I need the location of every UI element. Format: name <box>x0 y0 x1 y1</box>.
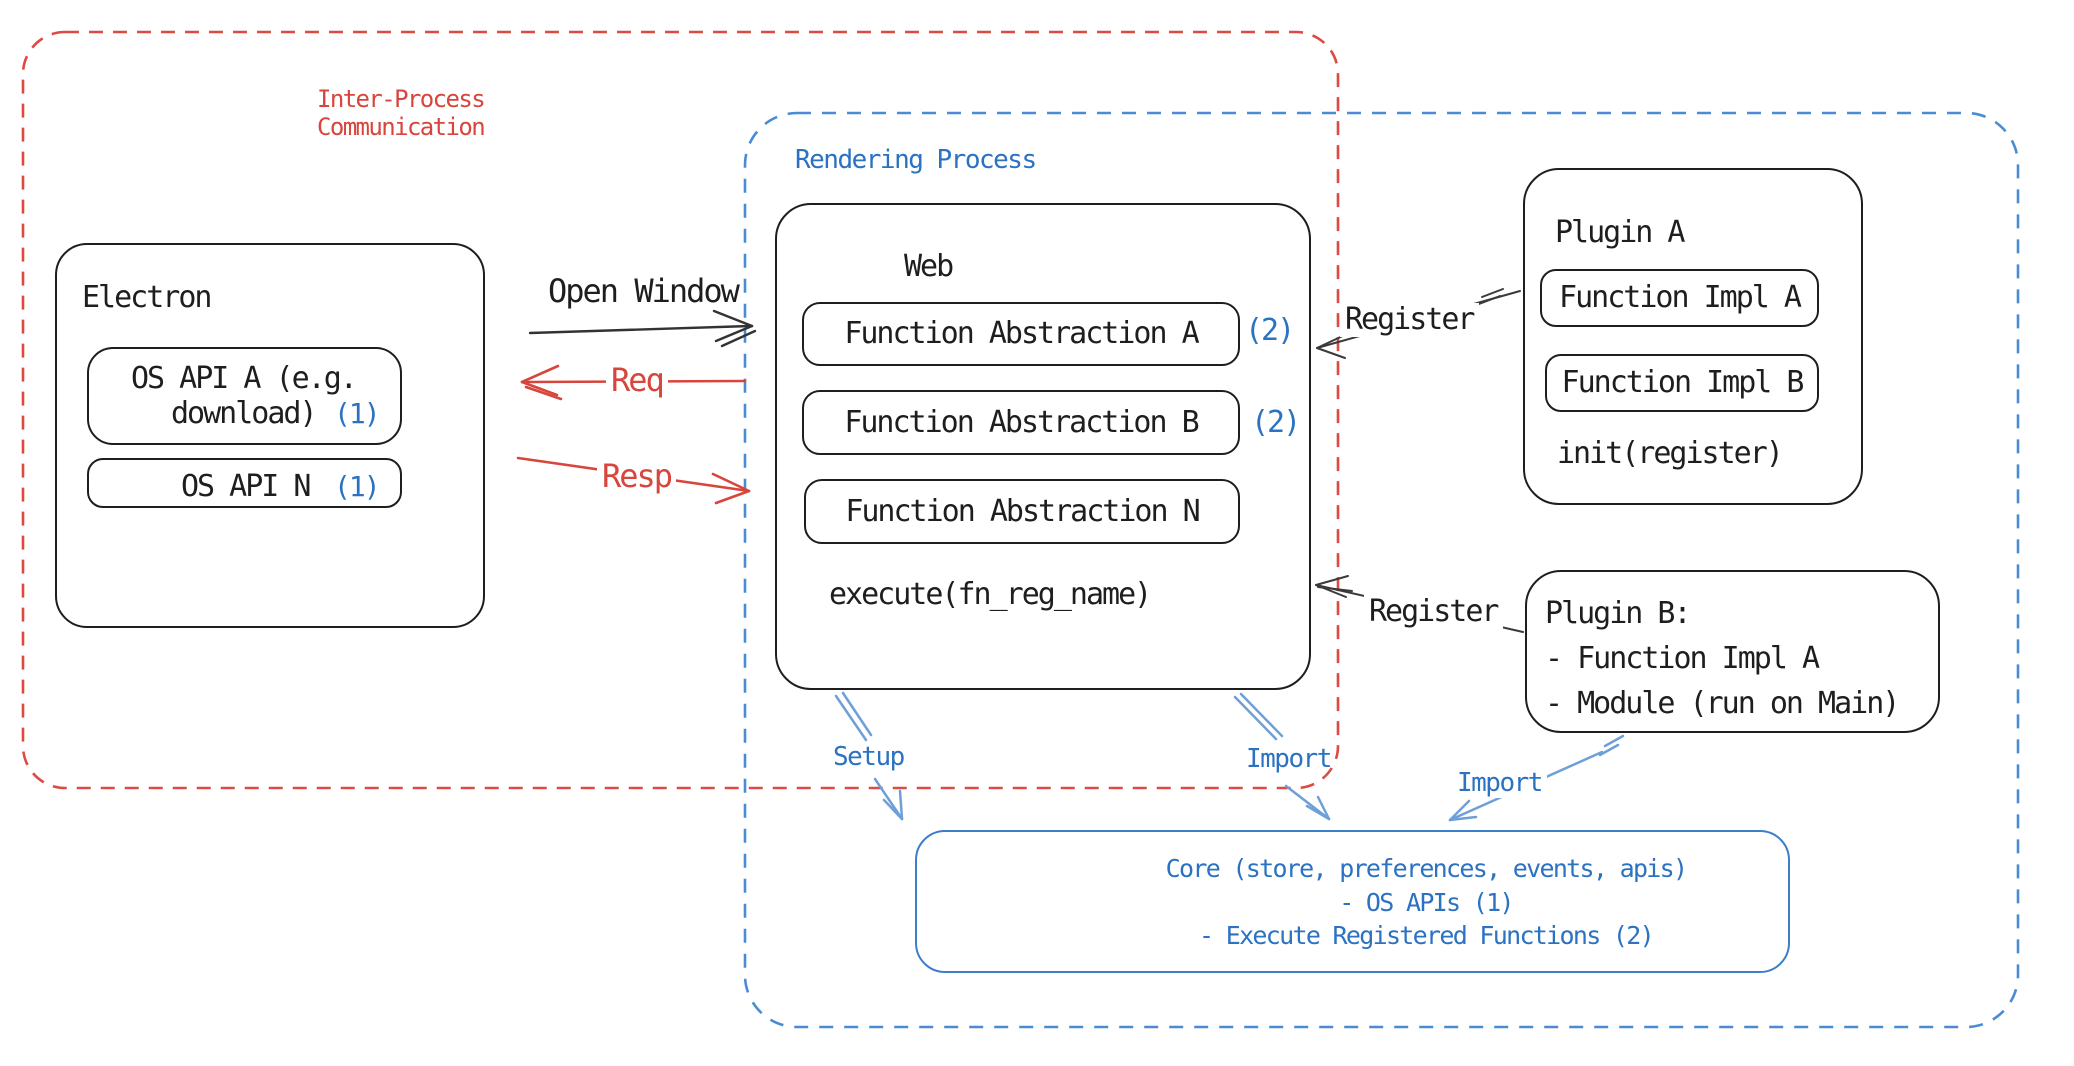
plugin-a-box: Plugin A Function Impl A Function Impl B… <box>1523 168 1863 505</box>
function-abstraction-a-box: Function Abstraction A <box>802 302 1240 366</box>
import-web-label: Import <box>1246 744 1332 774</box>
resp-label: Resp <box>597 458 677 495</box>
setup-label: Setup <box>833 742 905 772</box>
init-register-label: init(register) <box>1557 436 1784 471</box>
function-abstraction-n-box: Function Abstraction N <box>804 479 1240 544</box>
plugin-b-item-2: - Module (run on Main) <box>1545 686 1900 721</box>
open-window-label: Open Window <box>548 272 740 310</box>
function-abstraction-b-label: Function Abstraction B <box>844 404 1199 440</box>
open-window-arrow <box>528 309 757 348</box>
ipc-title-line2: Communication <box>317 113 486 141</box>
register-b-label: Register <box>1364 595 1503 629</box>
req-label: Req <box>606 362 668 399</box>
function-impl-a-box: Function Impl A <box>1540 269 1819 327</box>
os-api-n-label: OS API N <box>181 469 311 504</box>
import-plugin-label: Import <box>1452 768 1547 799</box>
rendering-dashed-box <box>743 111 2020 1029</box>
os-api-n-box: OS API N (1) <box>87 458 402 508</box>
electron-title: Electron <box>82 280 212 315</box>
os-api-a-number: (1) <box>334 397 381 430</box>
core-line1: Core (store, preferences, events, apis) <box>1165 854 1688 883</box>
function-abstraction-n-label: Function Abstraction N <box>845 493 1200 529</box>
core-line2: - OS APIs (1) <box>1339 888 1514 917</box>
function-impl-a-label: Function Impl A <box>1559 280 1802 316</box>
ipc-dashed-box <box>21 30 1340 790</box>
function-abstraction-b-box: Function Abstraction B <box>802 390 1240 455</box>
execute-label: execute(fn_reg_name) <box>829 577 1152 612</box>
os-api-a-label-line2: download) <box>171 396 318 431</box>
plugin-b-item-1: - Function Impl A <box>1545 641 1820 676</box>
core-line3: - Execute Registered Functions (2) <box>1199 921 1655 950</box>
function-impl-b-label: Function Impl B <box>1561 365 1805 401</box>
os-api-a-label-line1: OS API A (e.g. <box>131 361 358 396</box>
function-abstraction-a-number: (2) <box>1245 313 1295 348</box>
plugin-a-title: Plugin A <box>1555 215 1685 250</box>
electron-box: Electron OS API A (e.g. download) (1) OS… <box>55 243 485 628</box>
web-title: Web <box>904 249 954 284</box>
function-impl-b-box: Function Impl B <box>1545 354 1819 412</box>
plugin-b-title: Plugin B: <box>1545 596 1692 631</box>
os-api-a-box: OS API A (e.g. download) (1) <box>87 347 402 445</box>
ipc-title-line1: Inter-Process <box>317 85 486 113</box>
register-a-label: Register <box>1340 303 1479 337</box>
core-box: Core (store, preferences, events, apis) … <box>915 830 1790 973</box>
web-box: Web Function Abstraction A Function Abst… <box>775 203 1311 690</box>
rendering-process-title: Rendering Process <box>795 145 1037 175</box>
function-abstraction-a-label: Function Abstraction A <box>844 316 1199 352</box>
function-abstraction-b-number: (2) <box>1251 405 1301 440</box>
import-web-arrow <box>1233 692 1331 821</box>
plugin-b-box: Plugin B: - Function Impl A - Module (ru… <box>1525 570 1940 733</box>
setup-arrow <box>834 691 904 821</box>
os-api-n-number: (1) <box>334 470 381 503</box>
